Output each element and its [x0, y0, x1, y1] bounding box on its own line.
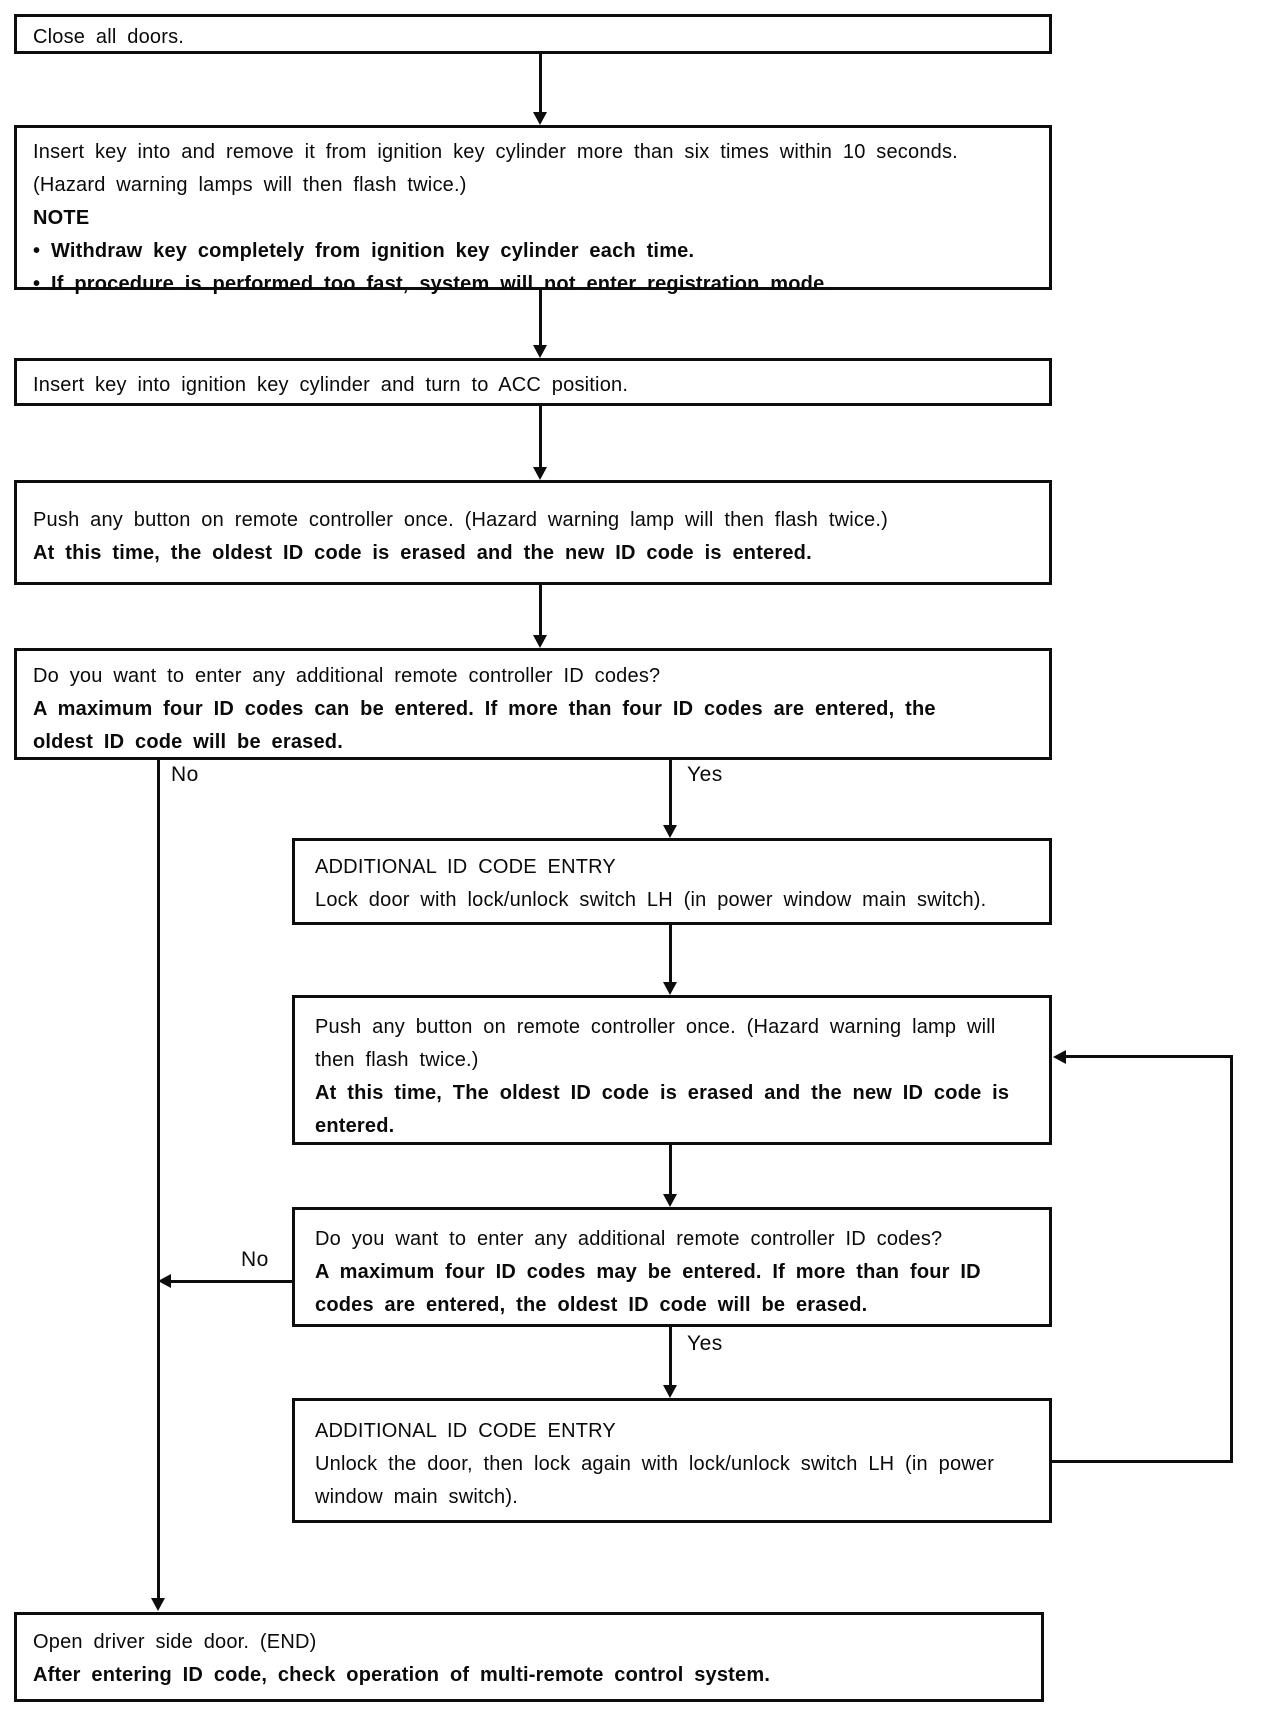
- flow-box-turn-to-acc: Insert key into ignition key cylinder an…: [14, 358, 1052, 406]
- branch-label-no-1: No: [168, 763, 202, 787]
- arrowhead-left-icon: [158, 1274, 171, 1288]
- flow-box-text: Do you want to enter any additional remo…: [33, 665, 661, 687]
- connector-line-loop-top: [1066, 1055, 1233, 1058]
- connector-line: [539, 585, 542, 637]
- arrowhead-down-icon: [663, 982, 677, 995]
- flow-box-text: Unlock the door, then lock again with lo…: [315, 1453, 995, 1475]
- connector-line-loop-right: [1230, 1055, 1233, 1463]
- flow-box-text: Push any button on remote controller onc…: [33, 509, 888, 531]
- flow-box-text: codes are entered, the oldest ID code wi…: [315, 1294, 868, 1316]
- flow-box-push-button-second: Push any button on remote controller onc…: [292, 995, 1052, 1145]
- flow-box-open-door-end: Open driver side door. (END) After enter…: [14, 1612, 1044, 1702]
- arrowhead-down-icon: [533, 345, 547, 358]
- flow-box-text: NOTE: [33, 207, 90, 229]
- connector-line: [669, 1327, 672, 1386]
- flow-box-insert-remove-key: Insert key into and remove it from ignit…: [14, 125, 1052, 295]
- branch-label-yes-1: Yes: [684, 763, 726, 787]
- connector-line-no-branch: [157, 760, 160, 1600]
- flow-box-text: (Hazard warning lamps will then flash tw…: [33, 174, 467, 196]
- arrowhead-down-icon: [533, 467, 547, 480]
- flow-box-push-button-first: Push any button on remote controller onc…: [14, 480, 1052, 585]
- arrowhead-down-icon: [663, 1194, 677, 1207]
- flow-box-text: entered.: [315, 1115, 395, 1137]
- branch-label-no-2: No: [238, 1248, 272, 1272]
- flow-box-text: Push any button on remote controller onc…: [315, 1016, 996, 1038]
- connector-line: [539, 406, 542, 468]
- connector-line: [669, 925, 672, 983]
- flow-box-additional-entry-unlock: ADDITIONAL ID CODE ENTRY Unlock the door…: [292, 1398, 1052, 1523]
- arrowhead-down-icon: [533, 635, 547, 648]
- flow-box-additional-codes-question-2: Do you want to enter any additional remo…: [292, 1207, 1052, 1327]
- flow-box-text: Lock door with lock/unlock switch LH (in…: [315, 889, 987, 911]
- flow-box-additional-entry-lock: ADDITIONAL ID CODE ENTRY Lock door with …: [292, 838, 1052, 925]
- flow-box-text: At this time, The oldest ID code is eras…: [315, 1082, 1010, 1104]
- flow-box-text: oldest ID code will be erased.: [33, 731, 343, 753]
- flow-box-text: At this time, the oldest ID code is eras…: [33, 542, 812, 564]
- connector-line: [170, 1280, 292, 1283]
- branch-label-yes-2: Yes: [684, 1332, 726, 1356]
- flow-box-text: Do you want to enter any additional remo…: [315, 1228, 943, 1250]
- connector-line: [539, 290, 542, 346]
- flow-box-text: ADDITIONAL ID CODE ENTRY: [315, 1420, 616, 1442]
- arrowhead-left-icon: [1053, 1050, 1066, 1064]
- connector-line: [669, 1145, 672, 1195]
- flow-box-text: • Withdraw key completely from ignition …: [33, 240, 695, 262]
- flow-box-text: A maximum four ID codes can be entered. …: [33, 698, 936, 720]
- flow-box-text: • If procedure is performed too fast, sy…: [33, 273, 831, 295]
- arrowhead-down-icon: [663, 825, 677, 838]
- flow-box-text: Close all doors.: [33, 26, 185, 48]
- flow-box-text: Insert key into and remove it from ignit…: [33, 141, 958, 163]
- arrowhead-down-icon: [533, 112, 547, 125]
- flow-box-text: then flash twice.): [315, 1049, 479, 1071]
- connector-line-loop-bottom: [1052, 1460, 1233, 1463]
- flow-box-text: Open driver side door. (END): [33, 1631, 317, 1653]
- flow-box-additional-codes-question-1: Do you want to enter any additional remo…: [14, 648, 1052, 760]
- connector-line: [669, 760, 672, 826]
- flow-box-close-doors: Close all doors.: [14, 14, 1052, 54]
- connector-line: [539, 54, 542, 114]
- flow-box-text: Insert key into ignition key cylinder an…: [33, 374, 629, 396]
- flow-box-text: window main switch).: [315, 1486, 518, 1508]
- flow-box-text: ADDITIONAL ID CODE ENTRY: [315, 856, 616, 878]
- arrowhead-down-icon: [151, 1598, 165, 1611]
- arrowhead-down-icon: [663, 1385, 677, 1398]
- flow-box-text: After entering ID code, check operation …: [33, 1664, 771, 1686]
- flow-box-text: A maximum four ID codes may be entered. …: [315, 1261, 981, 1283]
